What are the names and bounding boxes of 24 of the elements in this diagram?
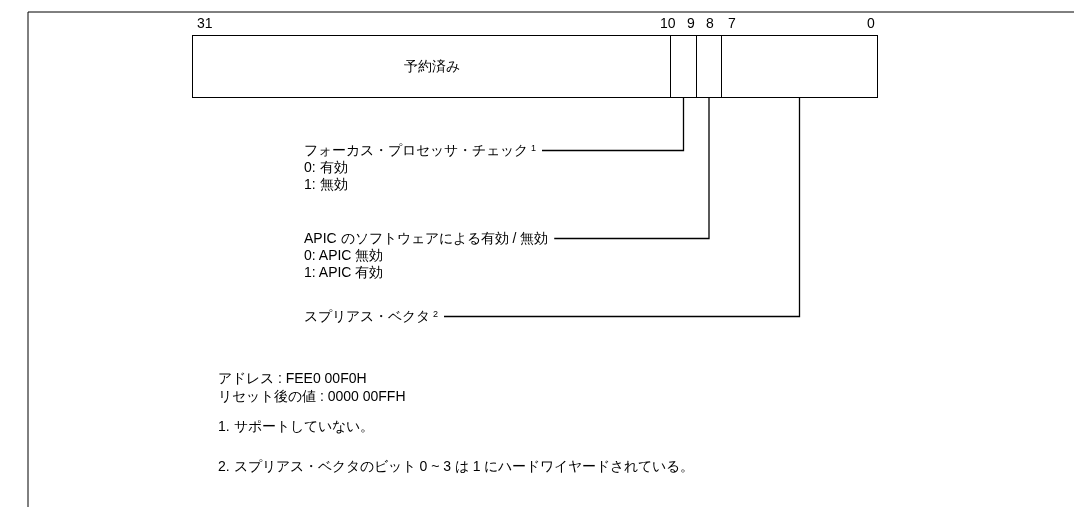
field-description: APIC のソフトウェアによる有効 / 無効 xyxy=(304,230,549,247)
bit-field xyxy=(696,35,722,98)
bit-field xyxy=(721,35,878,98)
bit-number: 10 xyxy=(660,15,676,32)
field-description: スプリアス・ベクタ$^{2}$ xyxy=(304,308,438,325)
leader-line xyxy=(553,97,710,240)
bit-number: 8 xyxy=(706,15,714,32)
value-description: 1: 無効 xyxy=(304,176,349,193)
footnote: 2. スプリアス・ベクタのビット 0 ~ 3 は 1 にハードワイヤードされている。 xyxy=(218,458,695,475)
value-description: 0: APIC 無効 xyxy=(304,247,385,264)
register-field: 予約済み xyxy=(192,35,671,98)
bit-field xyxy=(670,35,697,98)
value-description: 0: 有効 xyxy=(304,159,349,176)
bit-number: 31 xyxy=(197,15,213,32)
leader-line xyxy=(541,97,685,152)
reset-value-note: リセット後の値 : 0000 00FFH xyxy=(218,388,406,405)
bit-number: 0 xyxy=(867,15,875,32)
footnote: 1. サポートしていない。 xyxy=(218,418,374,435)
leader-line xyxy=(443,97,801,318)
value-description: 1: APIC 有効 xyxy=(304,264,385,281)
address-note: アドレス : FEE0 00F0H xyxy=(218,370,367,387)
bit-number: 7 xyxy=(728,15,736,32)
bit-number: 9 xyxy=(687,15,695,32)
field-description: フォーカス・プロセッサ・チェック$^{1}$ xyxy=(304,142,536,159)
